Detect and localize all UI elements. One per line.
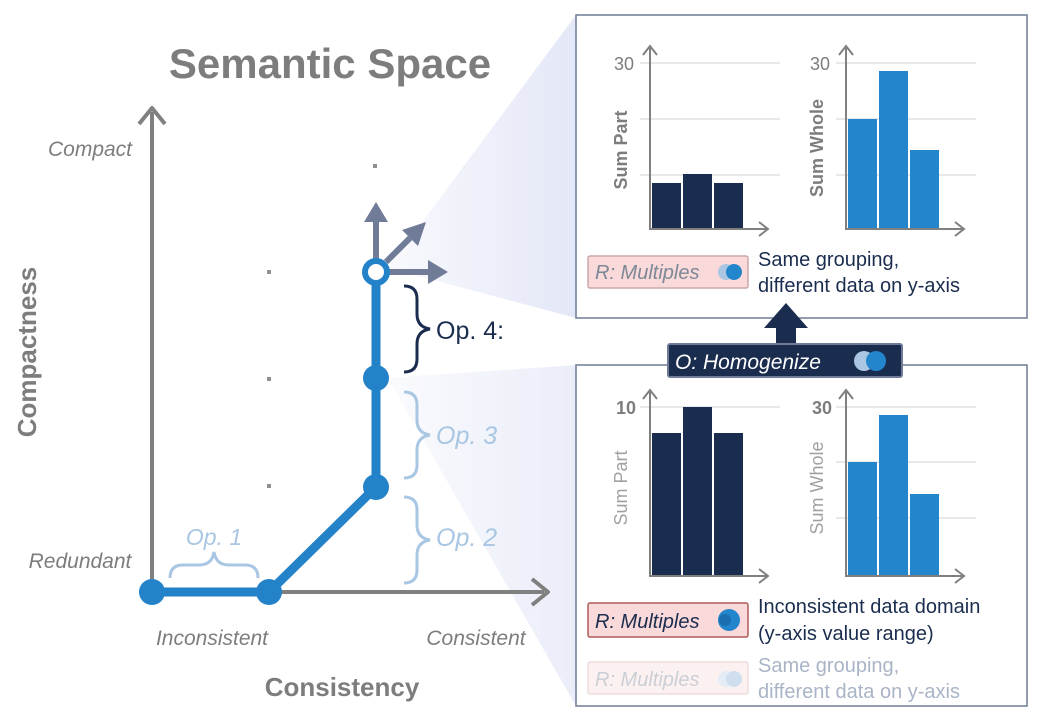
y-axis-label: Compactness [12, 267, 42, 438]
bottom-right-bar-2 [879, 415, 908, 575]
svg-text:R: Multiples: R: Multiples [595, 611, 699, 633]
zoom-beam-top [388, 15, 576, 318]
top-desc-line2: different data on y-axis [758, 275, 960, 297]
top-right-ylabel: Sum Whole [807, 99, 827, 197]
y-axis-top-label: Compact [48, 138, 133, 161]
bottom-desc1-line1: Inconsistent data domain [758, 596, 980, 618]
op3-brace [403, 390, 431, 480]
bottom-left-bar-3 [714, 433, 743, 575]
op1-label: Op. 1 [186, 524, 242, 550]
top-right-bar-2 [879, 71, 908, 228]
x-axis-label: Consistency [265, 672, 420, 702]
top-left-bar-1 [652, 183, 681, 228]
top-right-chart: 30 Sum Whole [807, 44, 976, 237]
top-left-tick: 30 [614, 54, 634, 74]
x-axis-right-label: Consistent [426, 627, 526, 650]
y-axis-bottom-label: Redundant [29, 550, 133, 573]
bottom-left-chart: 10 Sum Part [611, 388, 780, 584]
bottom-left-bar-2 [683, 407, 712, 575]
path-node-2 [256, 579, 282, 605]
path-node-1 [139, 579, 165, 605]
top-left-ylabel: Sum Part [611, 110, 631, 189]
svg-text:O: Homogenize: O: Homogenize [675, 351, 821, 374]
bottom-result-tag-1: R: Multiples [587, 602, 749, 638]
op1-brace [168, 551, 260, 579]
bottom-desc2-line1: Same grouping, [758, 655, 899, 677]
bottom-right-bar-3 [910, 494, 939, 575]
bottom-left-bar-1 [652, 433, 681, 575]
bottom-right-tick: 30 [812, 398, 832, 418]
bottom-panel [575, 364, 1028, 707]
svg-text:R: Multiples: R: Multiples [595, 262, 699, 284]
bottom-result-tag-2: R: Multiples [587, 661, 749, 695]
path-node-current [362, 258, 390, 286]
bottom-left-tick: 10 [616, 398, 636, 418]
diagram-title: Semantic Space [169, 40, 491, 87]
bottom-right-chart: 30 Sum Whole [807, 388, 976, 584]
bottom-left-ylabel: Sum Part [611, 450, 631, 525]
op2-brace [403, 495, 431, 585]
top-left-chart: 30 Sum Part [611, 44, 780, 237]
top-desc-line1: Same grouping, [758, 249, 899, 271]
bottom-right-bar-1 [848, 462, 877, 575]
op2-label: Op. 2 [436, 524, 497, 552]
bottom-desc2-line2: different data on y-axis [758, 681, 960, 703]
op4-brace [403, 284, 431, 374]
op4-label: Op. 4: [436, 317, 504, 345]
x-axis-left-label: Inconsistent [156, 627, 269, 650]
top-left-bar-3 [714, 183, 743, 228]
bottom-desc1-line2: (y-axis value range) [758, 623, 934, 645]
grid-dots [267, 164, 377, 488]
zoom-beam-bottom [388, 365, 576, 706]
top-result-tag: R: Multiples [587, 255, 749, 289]
path-node-4 [363, 365, 389, 391]
svg-text:R: Multiples: R: Multiples [595, 669, 699, 691]
bottom-right-ylabel: Sum Whole [807, 441, 827, 534]
path-node-3 [363, 474, 389, 500]
direction-arrows [364, 202, 448, 284]
top-right-tick: 30 [810, 54, 830, 74]
y-axis [137, 106, 167, 592]
top-right-bar-3 [910, 150, 939, 228]
top-right-bar-1 [848, 119, 877, 228]
op3-label: Op. 3 [436, 422, 497, 450]
homogenize-badge: O: Homogenize [667, 343, 903, 378]
top-left-bar-2 [683, 174, 712, 228]
